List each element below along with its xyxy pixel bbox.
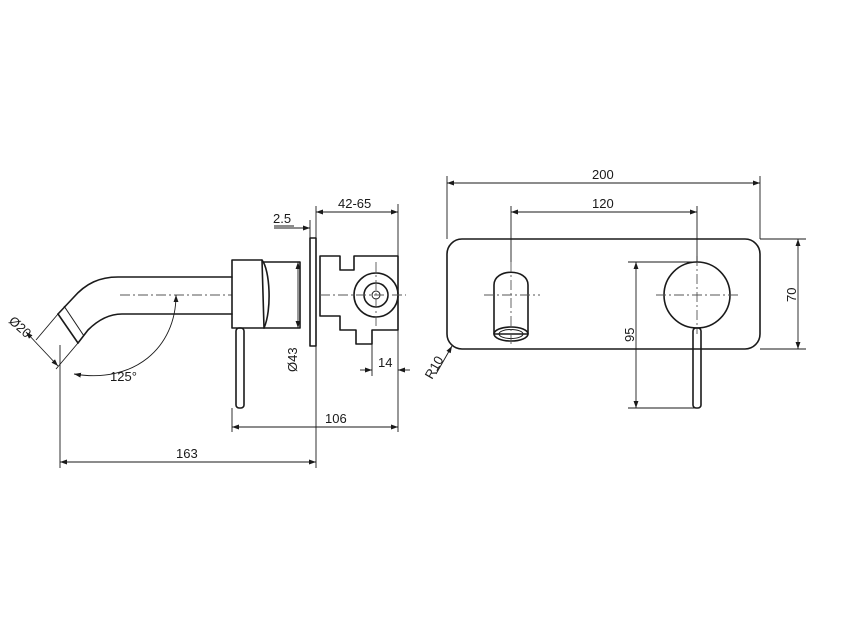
total-projection-label: 163 (176, 446, 198, 461)
wall-flange (309, 237, 317, 347)
spout-outlet (493, 271, 529, 335)
body-joint (261, 259, 265, 329)
spout-dia-ext-b (55, 342, 79, 370)
plate-height-label: 70 (784, 288, 799, 302)
flange-thickness-label: 2.5 (273, 211, 291, 226)
spout-upper-edge (57, 276, 233, 315)
lever-handle-stem (692, 327, 702, 409)
wall-depth-label: 42-65 (338, 196, 371, 211)
spout-dia-dim-line (25, 331, 59, 367)
back-plate (446, 238, 761, 350)
front-view: 200 120 70 95 R10 (422, 167, 806, 409)
radius-leader (435, 345, 453, 375)
spout-tip-inner (63, 305, 85, 337)
flange-diameter-label: Ø43 (285, 347, 300, 372)
spout-angle-arc (73, 294, 179, 378)
handle-lever (235, 327, 245, 409)
spout-angle-label: 125° (110, 369, 137, 384)
outlet-spacing-label: 120 (592, 196, 614, 211)
plate-width-label: 200 (592, 167, 614, 182)
side-view: Ø20 125° 2.5 42-65 Ø43 14 106 163 (6, 196, 410, 468)
corner-radius-label: R10 (422, 353, 447, 381)
spout-tip (57, 313, 79, 344)
body-offset-label: 14 (378, 355, 392, 370)
lever-drop-label: 95 (622, 328, 637, 342)
valve-body (319, 255, 399, 345)
body-to-spout-label: 106 (325, 411, 347, 426)
spout-lower-edge (77, 313, 233, 344)
spout-dia-ext-a (35, 313, 59, 341)
